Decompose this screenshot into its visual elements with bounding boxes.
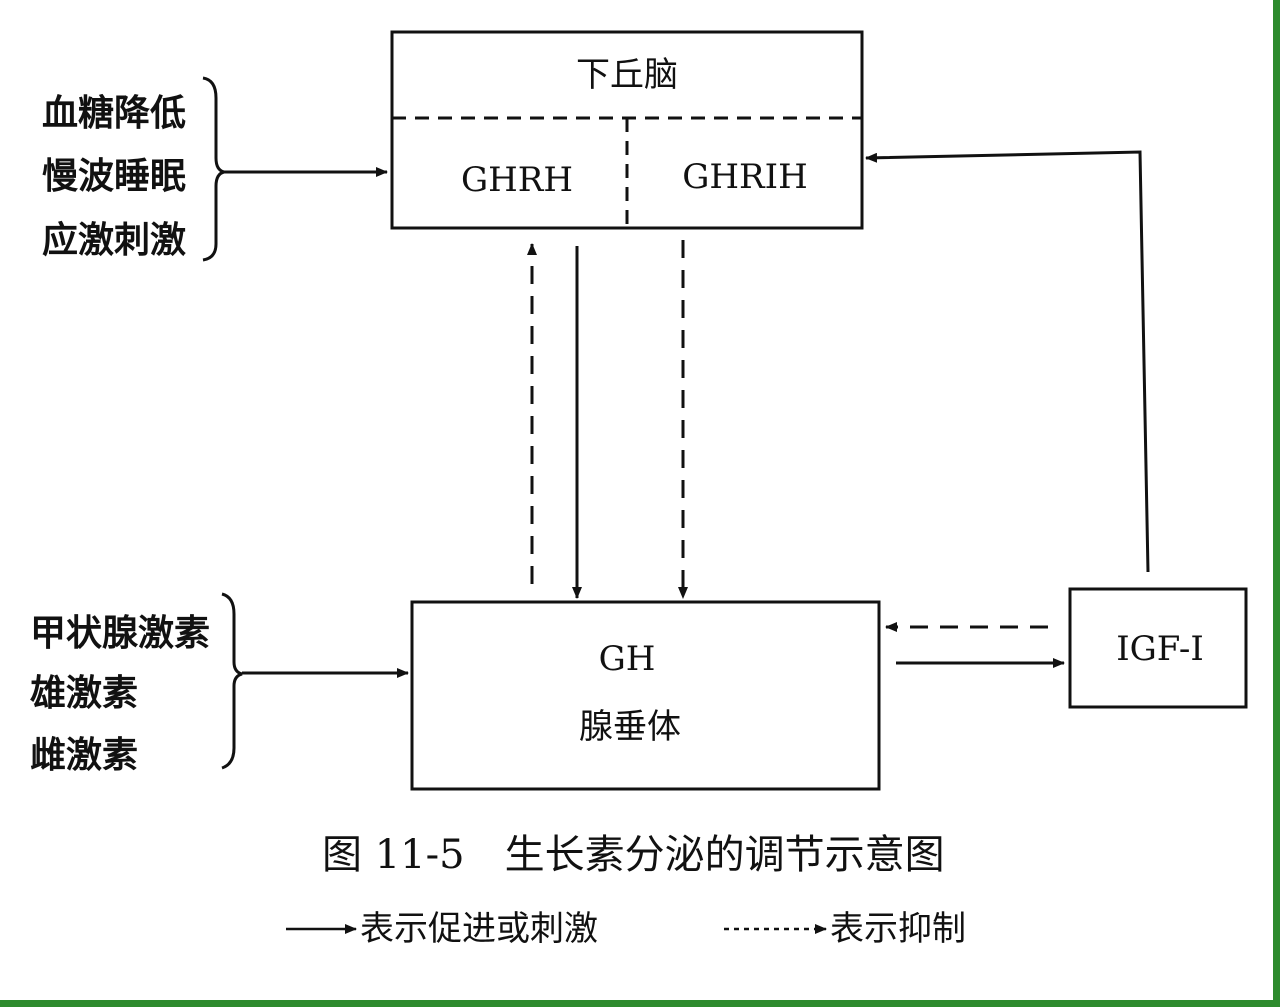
igf-box-border <box>1068 587 1248 709</box>
legend-solid-label: 表示促进或刺激 <box>360 909 598 949</box>
igf-feedback-to-hypothalamus-arrow <box>865 150 1150 573</box>
igf-box: IGF-I <box>1068 587 1248 709</box>
stimuli-top-brace <box>202 76 225 262</box>
pituitary-name: 腺垂体 <box>579 707 681 747</box>
pituitary-box-border <box>410 600 881 791</box>
hypothalamus-box: 下丘脑 GHRH GHRIH <box>390 30 864 230</box>
igf-label: IGF-I <box>1116 629 1204 669</box>
green-frame-bottom <box>0 1000 1280 1007</box>
hypothalamus-title: 下丘脑 <box>576 55 678 95</box>
ghrh-label: GHRH <box>461 160 573 200</box>
stimulus-top-item: 慢波睡眠 <box>42 155 186 197</box>
legend: 表示促进或刺激 表示抑制 <box>286 909 966 949</box>
legend-dashed-label: 表示抑制 <box>830 909 966 949</box>
stimulus-bottom-item: 雄激素 <box>30 672 138 714</box>
green-frame-right <box>1273 0 1280 1007</box>
stimulus-bottom-item: 雌激素 <box>30 734 138 776</box>
stimulus-top-item: 应激刺激 <box>42 219 186 261</box>
stimuli-top-group: 血糖降低 慢波睡眠 应激刺激 <box>42 76 388 262</box>
pituitary-box: GH 腺垂体 <box>410 600 881 791</box>
figure-caption: 图 11-5 生长素分泌的调节示意图 <box>322 832 945 878</box>
ghrih-label: GHRIH <box>682 157 808 197</box>
stimulus-bottom-item: 甲状腺激素 <box>30 612 210 654</box>
stimulus-top-item: 血糖降低 <box>42 92 186 134</box>
hypothalamus-box-border <box>390 30 864 230</box>
stimuli-bottom-brace <box>221 592 243 770</box>
stimuli-bottom-group: 甲状腺激素 雄激素 雌激素 <box>30 592 409 776</box>
gh-label: GH <box>599 639 656 679</box>
